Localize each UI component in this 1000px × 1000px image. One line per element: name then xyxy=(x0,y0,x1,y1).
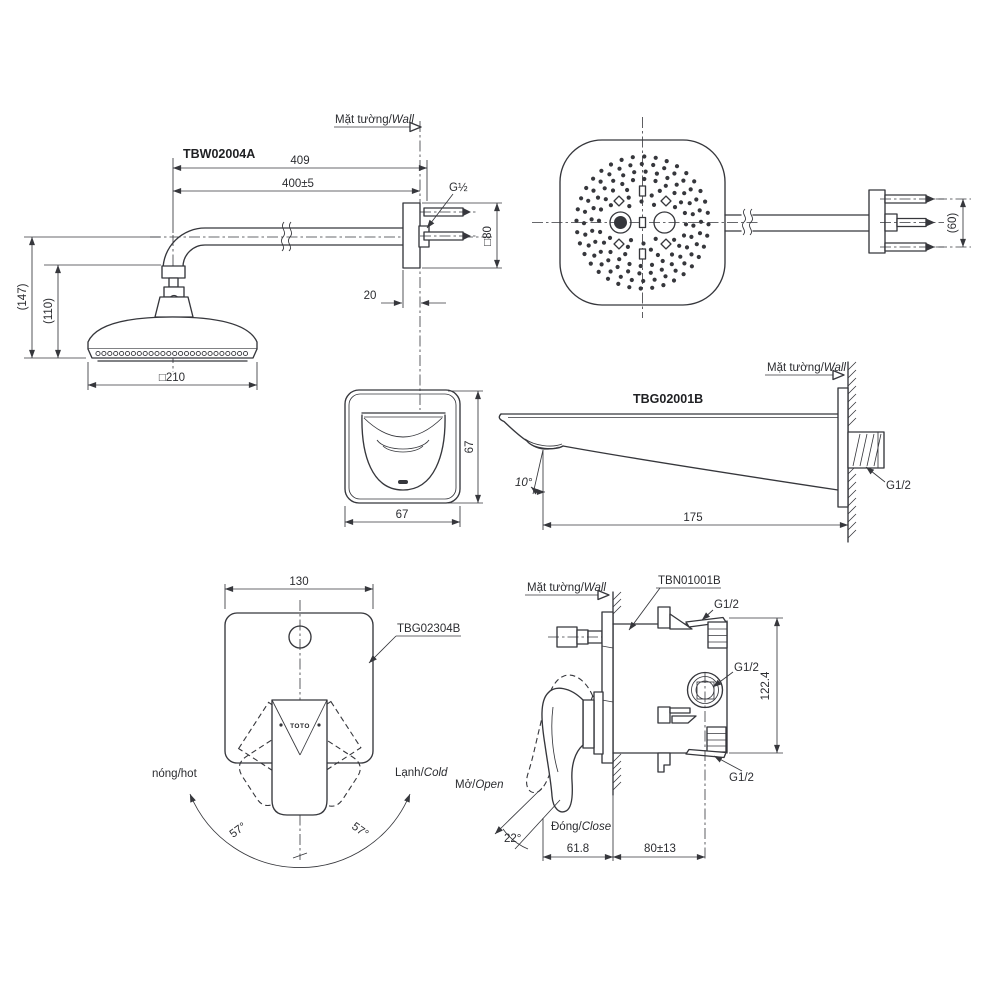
wall-hatch xyxy=(847,361,857,539)
thread-bottom-label: G1/2 xyxy=(729,772,754,784)
view-mixer-valve-side: Mặt tường/Wall TBN01001B xyxy=(455,575,783,861)
spray-nozzles xyxy=(574,154,711,291)
dim-length: 175 xyxy=(683,512,702,524)
part-number: TBN01001B xyxy=(658,575,721,587)
brand-logo: TOTO xyxy=(290,723,310,730)
stop-valve-stub xyxy=(548,626,610,648)
dim-height: 67 xyxy=(464,441,476,454)
thread-label: G1/2 xyxy=(886,480,911,492)
wall-marker-icon xyxy=(832,369,845,381)
part-number: TBW02004A xyxy=(183,147,255,161)
wall-plate xyxy=(837,387,849,508)
view-mixer-trim-front: 130 TOTO nóng/hot Lạnh/Cold TBG02304B 57… xyxy=(152,576,461,868)
shower-head xyxy=(87,316,258,350)
dim-body-depth: 80±13 xyxy=(644,843,676,855)
dim-overall-height: (147) xyxy=(17,283,29,310)
dim-height: 122.4 xyxy=(760,671,772,700)
wall-marker-icon xyxy=(409,121,422,133)
dim-angle: 10° xyxy=(515,477,533,489)
thread-mid-label: G1/2 xyxy=(734,662,759,674)
dim-width: 130 xyxy=(289,576,308,588)
nozzle-band xyxy=(95,350,249,357)
dim-handle-depth: 61.8 xyxy=(567,843,589,855)
handle-swing-left xyxy=(237,701,361,807)
wall-hatch xyxy=(612,591,622,791)
hot-label: nóng/hot xyxy=(152,768,198,780)
handle-closed-position xyxy=(541,687,604,813)
dim-screw-span: (60) xyxy=(947,213,959,234)
dim-overall-length: 409 xyxy=(290,155,309,167)
thread-hatch xyxy=(852,433,882,467)
spout-face-outline xyxy=(344,389,461,504)
mounting-plate xyxy=(601,611,614,764)
part-number: TBG02001B xyxy=(633,392,703,406)
wall-label: Mặt tường/Wall xyxy=(335,114,414,126)
wall-label: Mặt tường/Wall xyxy=(767,362,846,374)
dim-head-square: □210 xyxy=(159,372,185,384)
dim-swing-right: 57° xyxy=(349,821,370,841)
aerator-slot xyxy=(398,480,408,484)
valve-body xyxy=(612,606,728,773)
ball-joint-cone xyxy=(154,296,194,318)
nozzle-diamonds xyxy=(613,185,672,260)
part-number: TBG02304B xyxy=(397,623,461,635)
arm-nut xyxy=(161,265,186,279)
dim-arm-length: 400±5 xyxy=(282,178,314,190)
mount-screws xyxy=(880,194,944,252)
thread-label: G½ xyxy=(449,182,468,194)
view-shower-head-side: Mặt tường/Wall TBW02004A 409 400±5 xyxy=(17,114,502,410)
open-label: Mở/Open xyxy=(455,779,503,791)
wall-label: Mặt tường/Wall xyxy=(527,582,606,594)
wall-flange xyxy=(868,189,886,254)
close-label: Đóng/Close xyxy=(551,821,611,833)
thread-top-label: G1/2 xyxy=(714,599,739,611)
dim-head-height: (110) xyxy=(43,298,55,324)
mount-screws xyxy=(420,207,478,241)
cold-label: Lạnh/Cold xyxy=(395,767,448,779)
view-spout-front: 67 67 xyxy=(344,389,483,527)
dim-swing-left: 57° xyxy=(228,821,249,841)
dim-wall-offset: 20 xyxy=(364,290,377,302)
wall-marker-icon xyxy=(597,589,610,601)
view-shower-head-face: (60) xyxy=(532,117,971,318)
dim-flange-square: □80 xyxy=(482,226,494,246)
dim-width: 67 xyxy=(396,509,409,521)
view-spout-side: Mặt tường/Wall TBG02001B G1/2 10° 175 xyxy=(498,361,911,543)
dim-open-angle: 22° xyxy=(504,833,521,845)
